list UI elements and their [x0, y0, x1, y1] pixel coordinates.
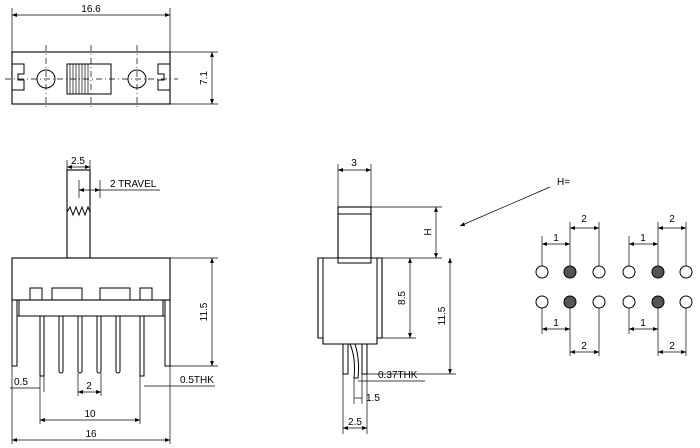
- fp-left-top-pitch-label: 2: [581, 214, 587, 225]
- pad: [535, 295, 549, 309]
- footprint-pointer-arrow: [459, 186, 551, 227]
- front-side-flanges: [11, 258, 171, 367]
- footprint-right-pads: [622, 265, 693, 309]
- footprint-h-label: H=: [557, 177, 570, 188]
- front-height-label: 11.5: [199, 302, 210, 321]
- travel-label: 2 TRAVEL: [110, 179, 157, 190]
- side-pin-thickness-label: 0.37THK: [378, 370, 418, 381]
- side-pin-span-label: 2.5: [348, 417, 362, 428]
- pad: [535, 265, 549, 279]
- footprint: H= 2 1 1: [459, 177, 693, 356]
- side-pin-offset-label: 1.5: [366, 393, 380, 404]
- side-actuator-label: 3: [351, 158, 357, 169]
- side-notch: [337, 258, 372, 264]
- fp-left-bottom-pitch-label: 2: [581, 341, 587, 352]
- top-height-label: 7.1: [199, 71, 210, 85]
- fp-right-top-pitch-label: 2: [669, 214, 675, 225]
- side-body: [317, 257, 383, 345]
- pad-filled: [563, 265, 577, 279]
- pad-filled: [651, 265, 665, 279]
- right-tab: [157, 63, 170, 91]
- pad: [622, 295, 636, 309]
- pad-filled: [563, 295, 577, 309]
- pad: [592, 295, 606, 309]
- pad: [592, 265, 606, 279]
- side-view: 3 H 8.5 11.5 0.37THK 1.5 2.5: [317, 158, 456, 434]
- fp-right-bottom-offset-label: 1: [640, 318, 646, 329]
- front-pin-pitch-label: 2: [86, 381, 92, 392]
- front-pitch-label: 2.5: [71, 156, 85, 167]
- front-span-label: 10: [84, 409, 96, 420]
- fp-right-top-offset-label: 1: [640, 233, 646, 244]
- front-width-label: 16: [85, 429, 97, 440]
- fp-right-bottom-pitch-label: 2: [669, 341, 675, 352]
- pad: [679, 265, 693, 279]
- top-width-label: 16.6: [81, 4, 101, 15]
- top-view: 16.6 7.1: [5, 4, 218, 110]
- side-pin-right: [361, 344, 368, 375]
- front-tabs: [29, 287, 153, 300]
- front-pin-offset-label: 0.5: [14, 377, 28, 388]
- footprint-left-pads: [535, 265, 606, 309]
- side-pin-middle: [349, 343, 360, 379]
- side-body-height-label: 8.5: [397, 291, 408, 305]
- front-pins: [39, 316, 145, 377]
- side-actuator: [337, 206, 372, 259]
- front-view: 2.5 2 TRAVEL 11.5 0.5 2 0.5THK 10 16: [10, 156, 218, 444]
- pad-filled: [651, 295, 665, 309]
- front-body: [11, 257, 171, 301]
- fp-left-bottom-offset-label: 1: [553, 318, 559, 329]
- actuator-break-mark: [66, 205, 91, 217]
- pad: [679, 295, 693, 309]
- side-pin-left: [342, 344, 349, 375]
- left-tab: [12, 63, 25, 91]
- pad: [622, 265, 636, 279]
- front-thickness-label: 0.5THK: [180, 375, 214, 386]
- side-total-height-label: 11.5: [437, 306, 448, 325]
- side-h-label: H: [423, 228, 434, 235]
- fp-left-top-offset-label: 1: [553, 233, 559, 244]
